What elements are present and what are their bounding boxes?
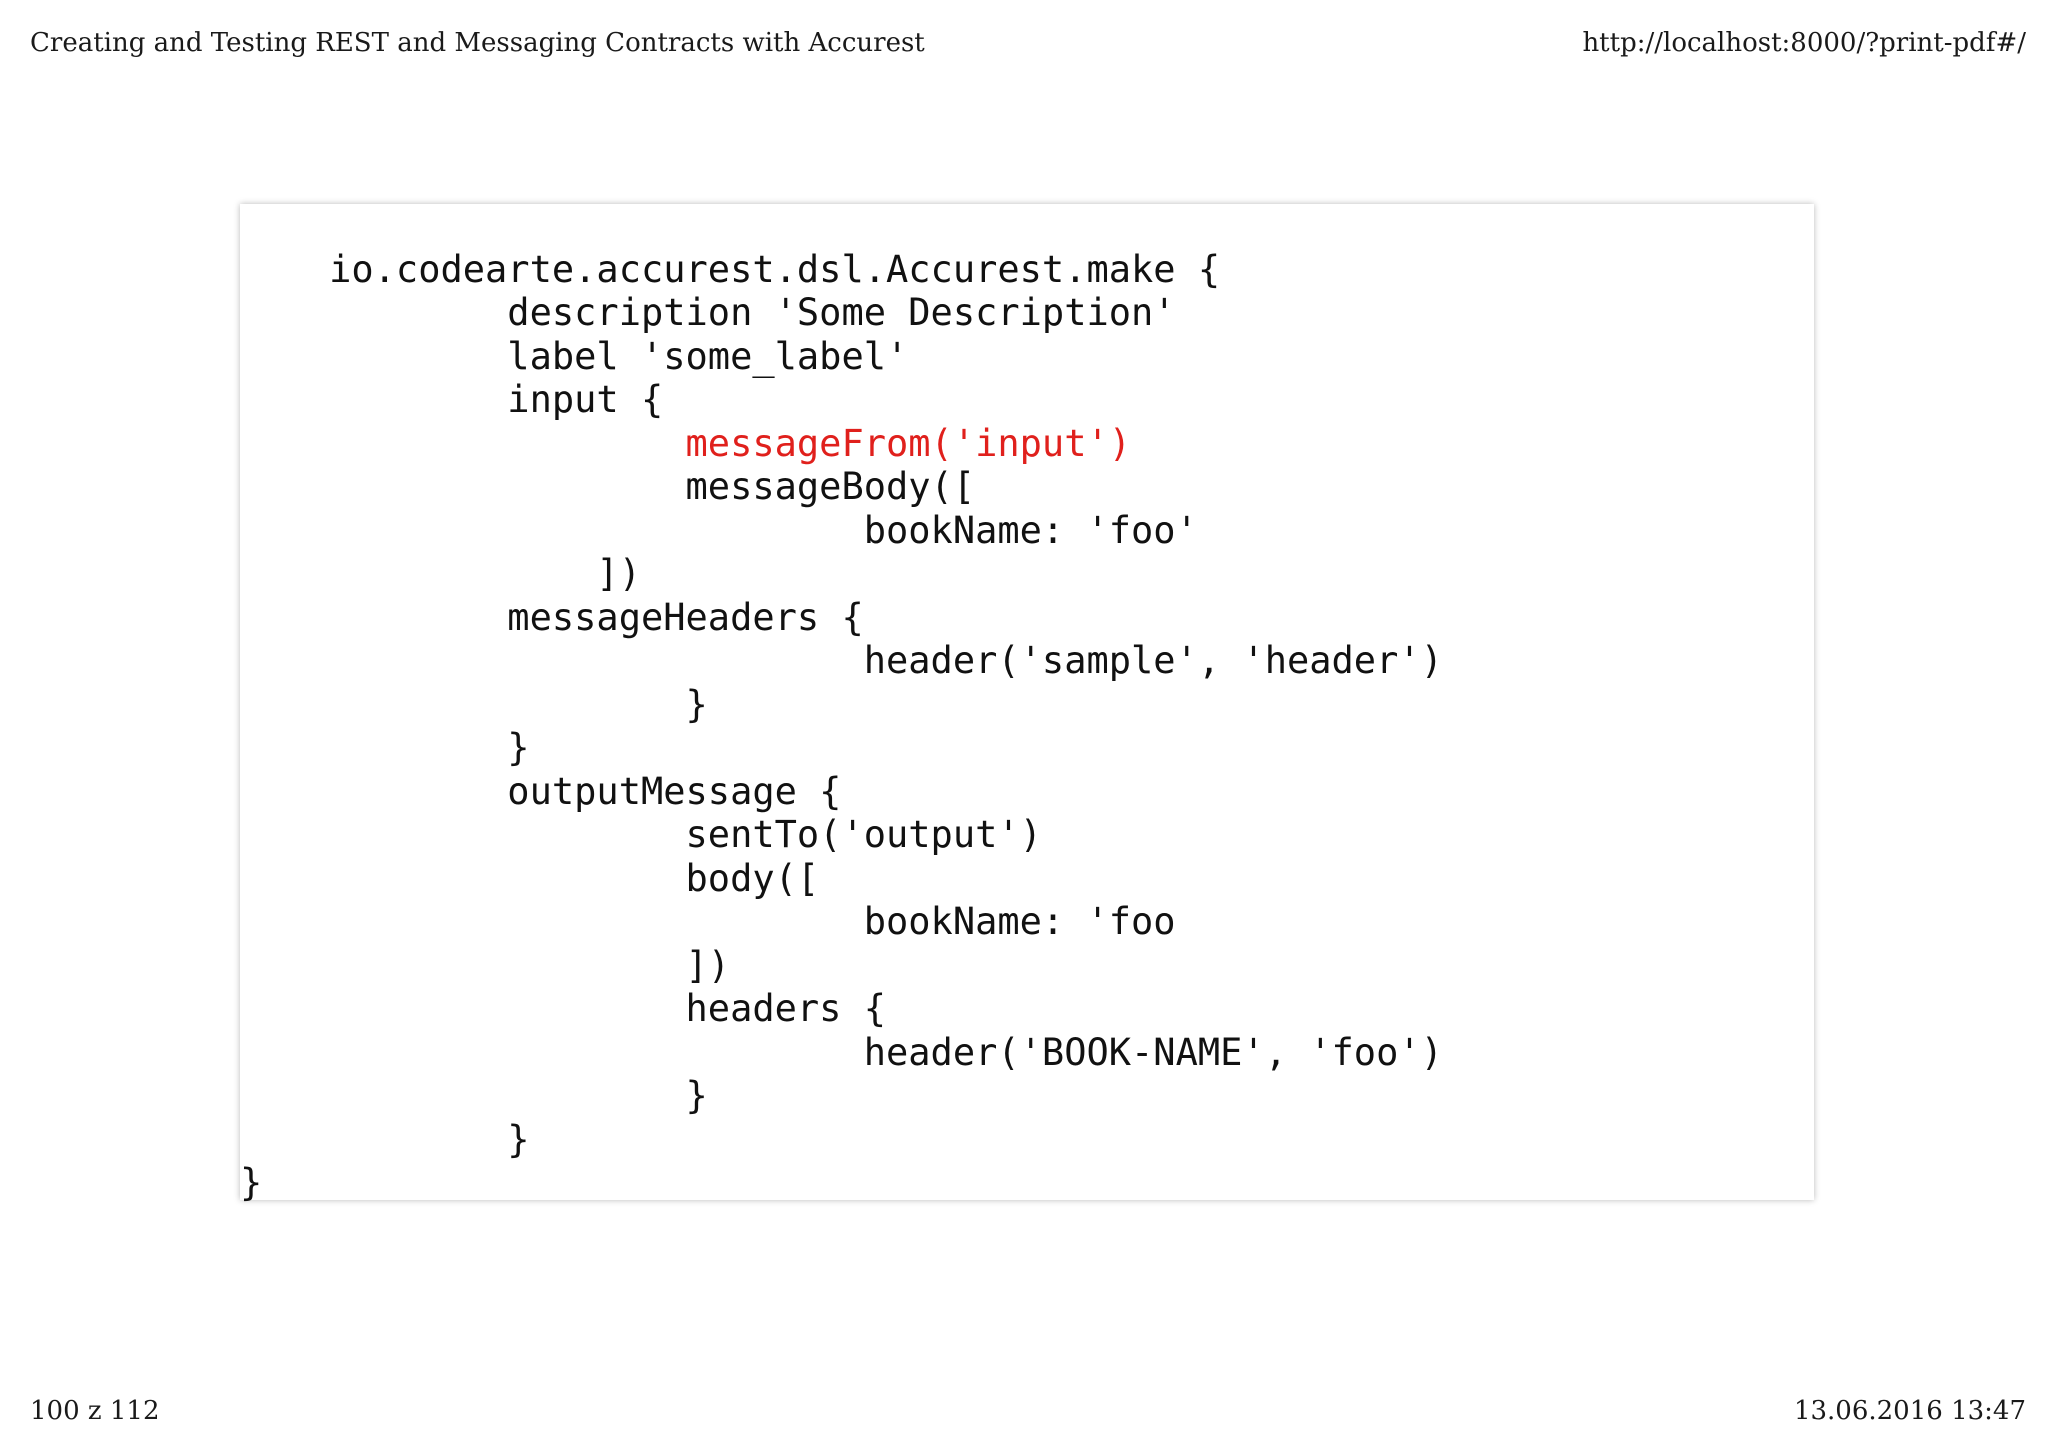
code-line: } xyxy=(240,682,708,726)
slide-frame xyxy=(240,204,1814,1200)
print-header-title: Creating and Testing REST and Messaging … xyxy=(30,28,925,58)
print-header-url: http://localhost:8000/?print-pdf#/ xyxy=(1582,28,2026,58)
code-line: } xyxy=(240,1161,263,1204)
code-line: messageHeaders { xyxy=(240,595,864,639)
print-footer-datetime: 13.06.2016 13:47 xyxy=(1793,1396,2026,1426)
code-line: messageBody([ xyxy=(240,465,976,508)
code-line: label 'some_label' xyxy=(240,334,909,378)
code-block: io.codearte.accurest.dsl.Accurest.make {… xyxy=(240,204,1443,1248)
code-line: headers { xyxy=(240,987,887,1030)
code-line-highlighted: messageFrom('input') xyxy=(240,421,1132,465)
code-line: ]) xyxy=(240,552,641,595)
code-line: bookName: 'foo xyxy=(240,900,1176,943)
code-line: } xyxy=(240,726,530,769)
code-line: header('BOOK-NAME', 'foo') xyxy=(240,1030,1443,1074)
code-line: ]) xyxy=(240,943,731,987)
code-line: } xyxy=(240,1074,708,1117)
code-line: sentTo('output') xyxy=(240,813,1042,856)
print-footer-page-counter: 100 z 112 xyxy=(30,1396,160,1426)
code-line: bookName: 'foo' xyxy=(240,508,1198,552)
code-line: input { xyxy=(240,378,664,421)
code-line: outputMessage { xyxy=(240,769,842,813)
code-line: header('sample', 'header') xyxy=(240,639,1443,682)
code-line: io.codearte.accurest.dsl.Accurest.make { xyxy=(240,247,1221,291)
code-line: body([ xyxy=(240,856,820,900)
code-line: description 'Some Description' xyxy=(240,291,1176,334)
code-line: } xyxy=(240,1117,530,1161)
